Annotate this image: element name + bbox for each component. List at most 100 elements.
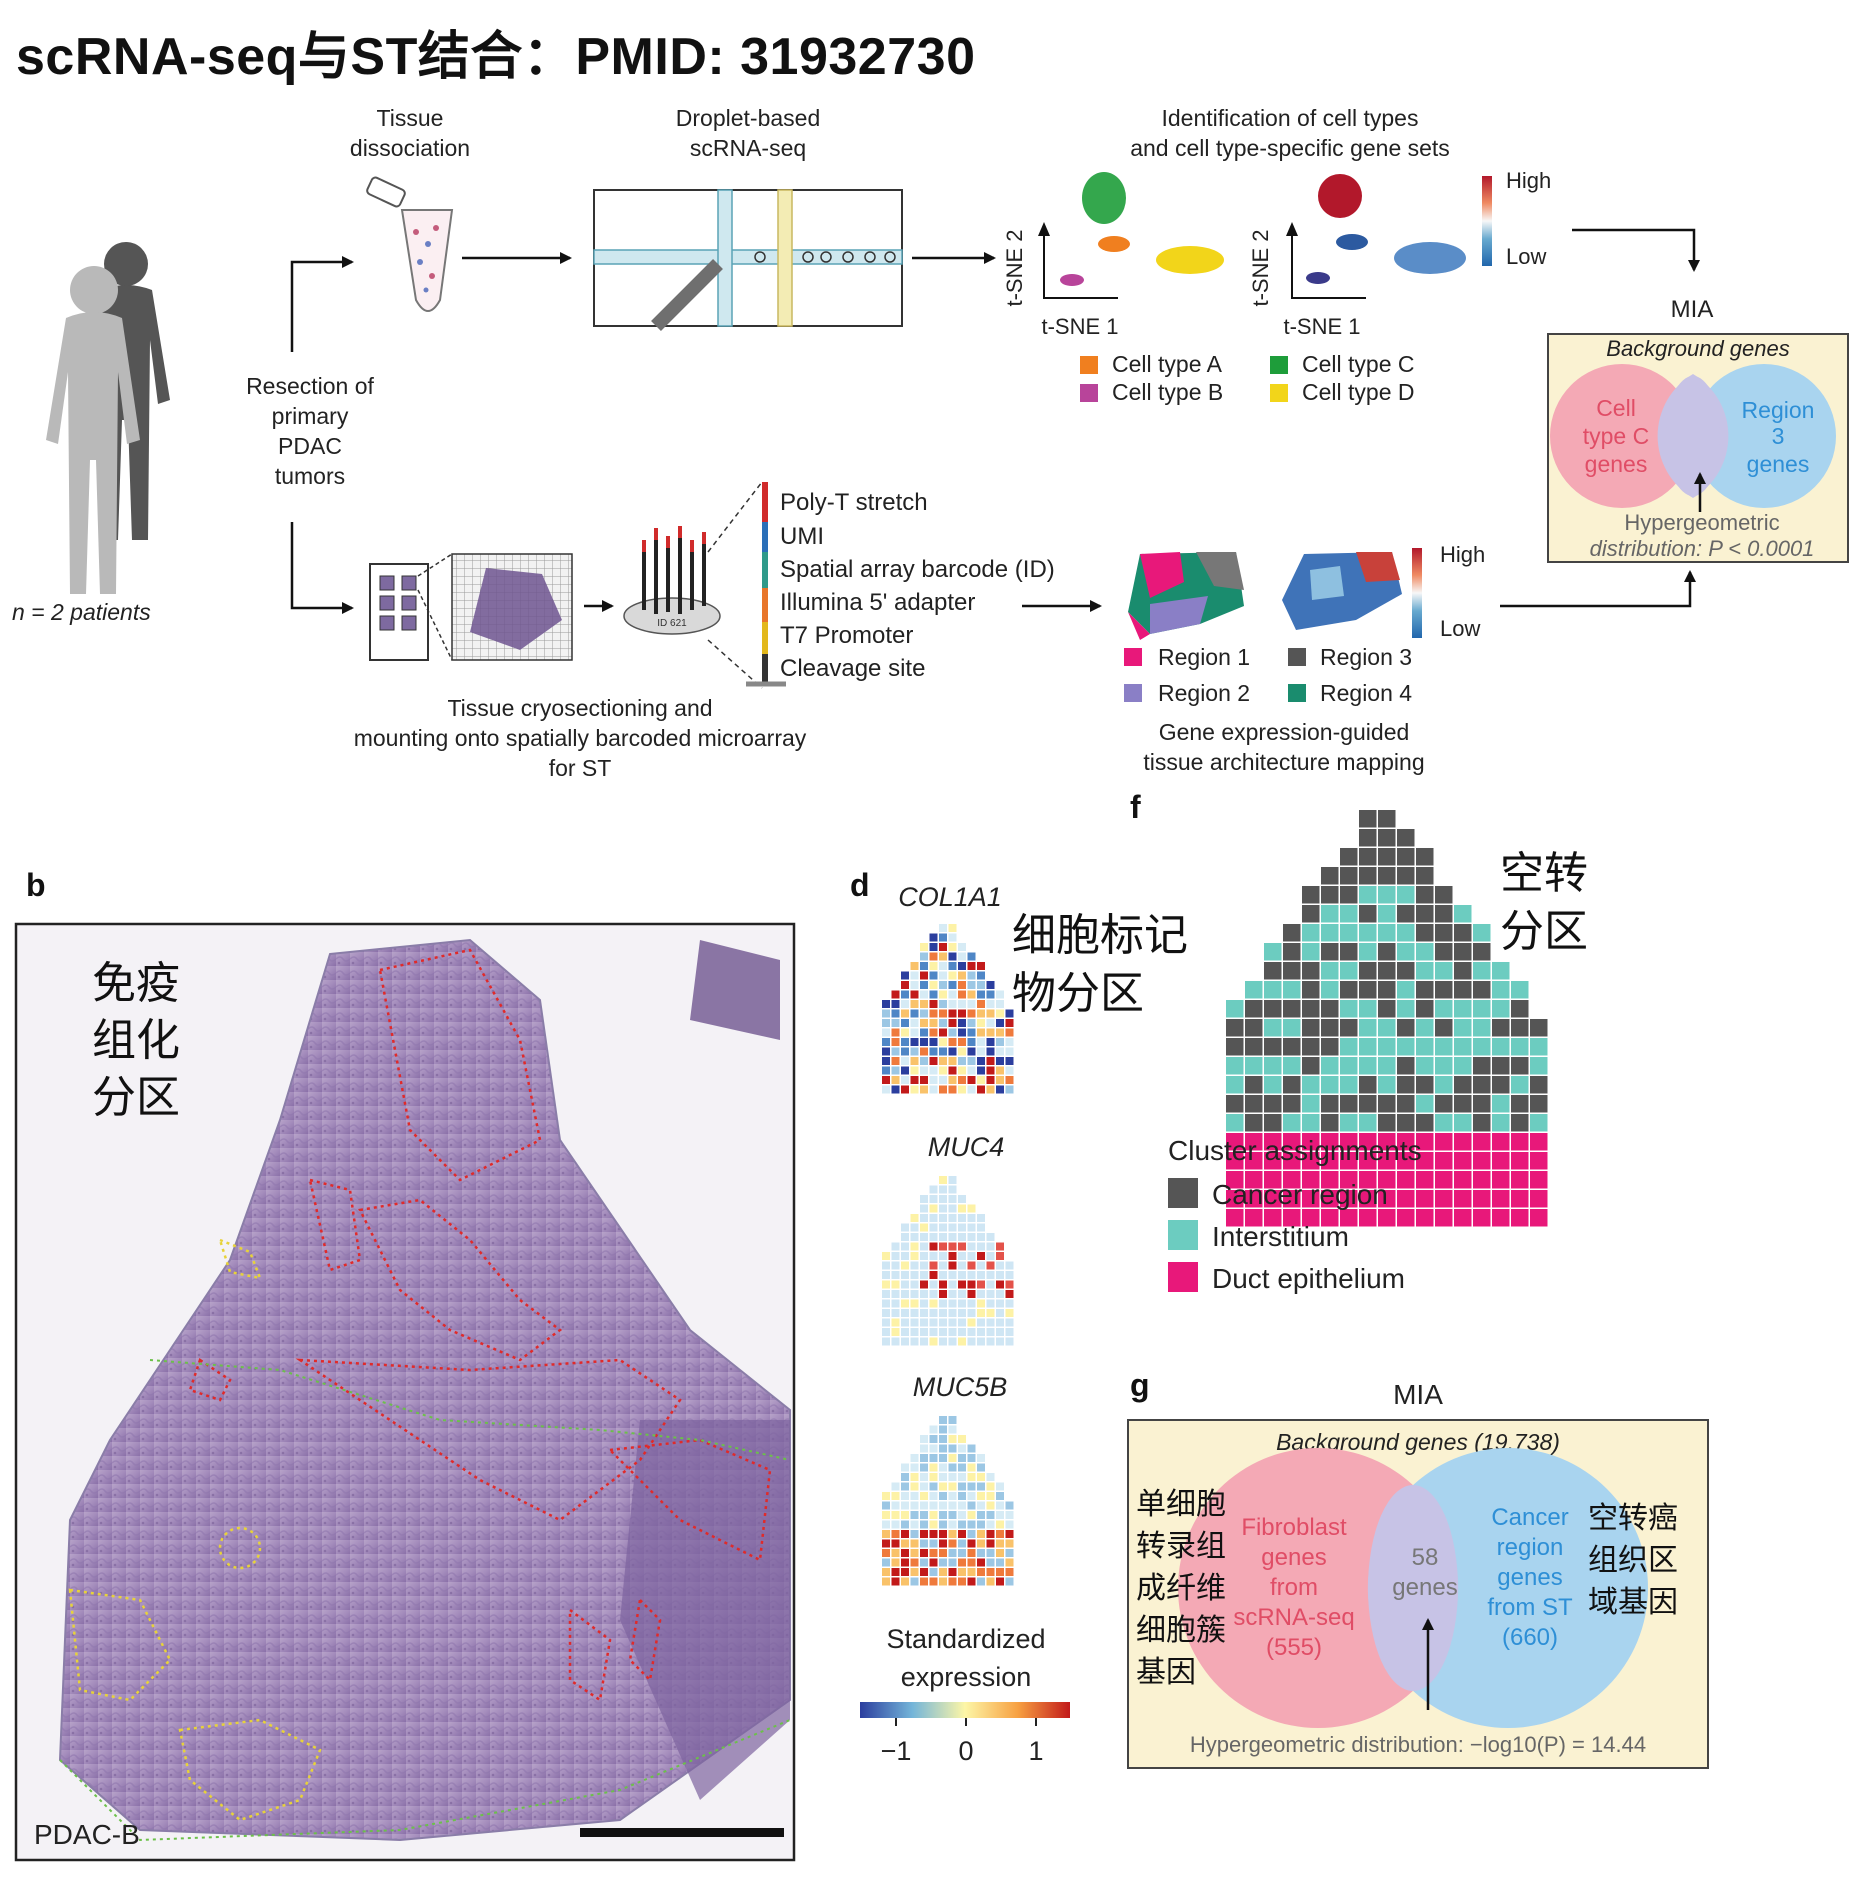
spot bbox=[1359, 1038, 1377, 1056]
spot bbox=[948, 933, 957, 942]
spot bbox=[901, 1501, 909, 1510]
spot bbox=[1302, 905, 1320, 923]
spot bbox=[920, 1223, 928, 1232]
spot bbox=[1492, 1209, 1510, 1227]
spot bbox=[967, 1271, 976, 1279]
spot bbox=[920, 1000, 928, 1008]
spot bbox=[1416, 1190, 1434, 1208]
spot bbox=[1245, 1114, 1263, 1132]
spot bbox=[1492, 1114, 1510, 1132]
spot bbox=[967, 1299, 976, 1308]
spot bbox=[1492, 1000, 1510, 1018]
spot bbox=[986, 1233, 995, 1241]
spot bbox=[1473, 1114, 1491, 1132]
spot bbox=[1283, 1019, 1301, 1037]
spot bbox=[891, 1318, 900, 1327]
spot bbox=[1321, 1133, 1339, 1151]
svg-text:3: 3 bbox=[1772, 423, 1785, 449]
spot bbox=[1005, 1309, 1014, 1317]
spot bbox=[1397, 1152, 1415, 1170]
svg-text:Cancer: Cancer bbox=[1491, 1504, 1568, 1531]
spot bbox=[1005, 1568, 1014, 1576]
capture-probe-structure: Poly-T stretch UMI Spatial array barcode… bbox=[746, 482, 1055, 687]
spot bbox=[1416, 905, 1434, 923]
spot bbox=[1340, 1171, 1358, 1189]
spot bbox=[1226, 1076, 1244, 1094]
panel-g-right-annotation: 空转癌 组织区 域基因 bbox=[1588, 1501, 1678, 1620]
spot bbox=[939, 981, 947, 989]
spot bbox=[891, 1511, 900, 1519]
spot bbox=[891, 1482, 900, 1491]
spot bbox=[1397, 1133, 1415, 1151]
spot bbox=[948, 1444, 957, 1453]
spot bbox=[901, 971, 909, 980]
colorbar-tick: 1 bbox=[1028, 1736, 1043, 1766]
svg-text:Interstitium: Interstitium bbox=[1212, 1221, 1349, 1252]
spot bbox=[1245, 1000, 1263, 1018]
spot bbox=[939, 1511, 947, 1519]
spot bbox=[958, 1463, 966, 1472]
spot bbox=[910, 1028, 919, 1037]
spot bbox=[1435, 1190, 1453, 1208]
spot bbox=[939, 1009, 947, 1018]
spot bbox=[1454, 924, 1472, 942]
spot bbox=[1005, 1299, 1014, 1308]
spot bbox=[1005, 1501, 1014, 1510]
spot bbox=[910, 1252, 919, 1260]
spot bbox=[939, 971, 947, 980]
spot bbox=[1245, 981, 1263, 999]
expression-map-muc4 bbox=[882, 1176, 1014, 1346]
svg-text:scRNA-seq: scRNA-seq bbox=[1233, 1604, 1354, 1631]
spot bbox=[891, 1076, 900, 1084]
scale-low-label: Low bbox=[1506, 244, 1546, 269]
svg-text:Identification of cell types: Identification of cell types bbox=[1162, 105, 1419, 131]
spot bbox=[1283, 1076, 1301, 1094]
spot bbox=[977, 1028, 985, 1037]
spot bbox=[910, 1290, 919, 1298]
spot bbox=[1454, 1095, 1472, 1113]
spot bbox=[986, 1085, 995, 1094]
spot bbox=[958, 1539, 966, 1548]
spot bbox=[958, 1444, 966, 1453]
spot bbox=[1416, 1133, 1434, 1151]
spot bbox=[882, 1299, 890, 1308]
spot bbox=[986, 1261, 995, 1270]
spot bbox=[910, 1318, 919, 1327]
spot bbox=[958, 1328, 966, 1336]
spot bbox=[920, 1076, 928, 1084]
spot bbox=[958, 1252, 966, 1260]
spot bbox=[1378, 1114, 1396, 1132]
spot bbox=[948, 1549, 957, 1557]
spot bbox=[1226, 1095, 1244, 1113]
spot bbox=[920, 1195, 928, 1203]
spot bbox=[977, 1214, 985, 1222]
spot bbox=[882, 1309, 890, 1317]
spot bbox=[977, 1261, 985, 1270]
gene-label-col1a1: COL1A1 bbox=[898, 882, 1002, 912]
spot bbox=[986, 1549, 995, 1557]
spot bbox=[1283, 1057, 1301, 1075]
spot bbox=[958, 1223, 966, 1232]
spot bbox=[948, 1176, 957, 1184]
spot bbox=[977, 1271, 985, 1279]
spot bbox=[1454, 1057, 1472, 1075]
spot bbox=[1245, 1038, 1263, 1056]
spot bbox=[901, 1337, 909, 1346]
spot bbox=[977, 1318, 985, 1327]
svg-text:基因: 基因 bbox=[1136, 1655, 1196, 1690]
spot bbox=[958, 1066, 966, 1075]
spot bbox=[1530, 1038, 1548, 1056]
spot bbox=[1454, 1038, 1472, 1056]
spot bbox=[1283, 1171, 1301, 1189]
spot bbox=[977, 1337, 985, 1346]
spot bbox=[901, 1038, 909, 1046]
legend-swatch bbox=[1288, 684, 1306, 702]
spot bbox=[977, 1223, 985, 1232]
cryo-caption: Tissue cryosectioning and mounting onto … bbox=[354, 695, 807, 781]
spot bbox=[958, 1047, 966, 1056]
spot bbox=[948, 1435, 957, 1443]
spot bbox=[929, 1299, 938, 1308]
spot bbox=[948, 1337, 957, 1346]
spot bbox=[1359, 924, 1377, 942]
spot bbox=[1511, 1133, 1529, 1151]
